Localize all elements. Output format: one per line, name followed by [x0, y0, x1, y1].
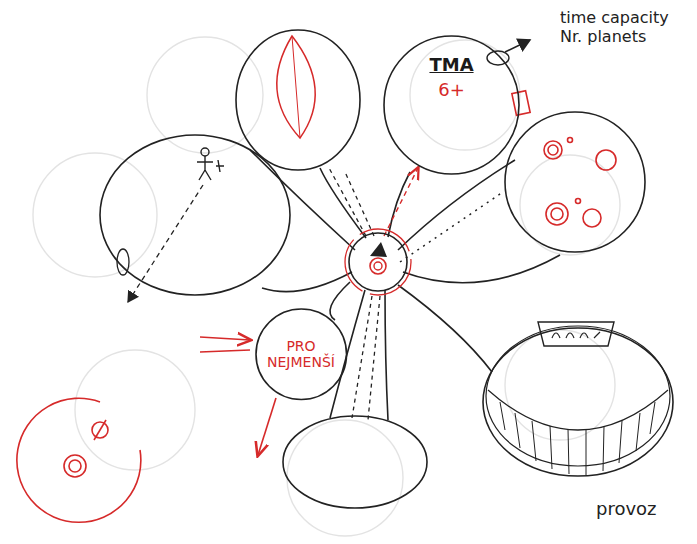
planet-circle: PRO NEJMENŠÍ	[255, 308, 348, 401]
planet-circle: TMA 6+	[383, 35, 520, 175]
handwritten-note: time capacity Nr. planets	[560, 8, 678, 46]
handwritten-note: provoz	[596, 498, 686, 520]
node-text: TMA	[429, 55, 473, 76]
node-text: PRO NEJMENŠÍ	[255, 338, 348, 370]
node-text: 6+	[438, 80, 465, 101]
